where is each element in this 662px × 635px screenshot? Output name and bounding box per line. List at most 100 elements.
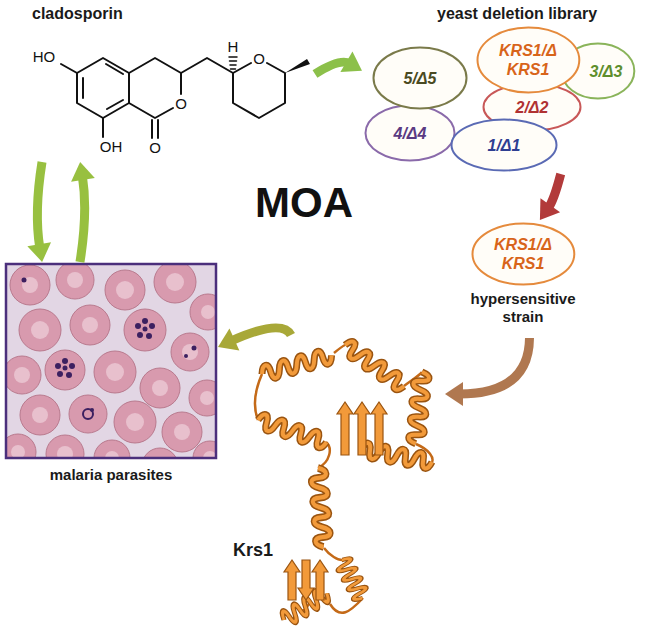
flow-arrow <box>71 162 95 262</box>
blood-smear <box>140 368 180 408</box>
label-slot: MOA <box>255 182 353 224</box>
blood-smear <box>22 278 197 379</box>
flow-arrow <box>218 328 291 351</box>
blood-smear <box>90 408 94 412</box>
atom-symbol: HO <box>33 49 56 64</box>
blood-smear <box>154 264 196 303</box>
blood-smear <box>6 264 216 458</box>
blood-smear <box>69 395 107 433</box>
arrow-head <box>27 242 51 262</box>
blood-smear <box>146 333 152 339</box>
blood-smear <box>22 278 27 283</box>
blood-smear <box>171 333 209 371</box>
blood-smear <box>67 272 83 288</box>
protein-ribbon <box>256 339 434 627</box>
yeast-cell: 1/Δ1 <box>450 118 558 172</box>
cell-label: 5/Δ5 <box>404 69 437 88</box>
cell-outline <box>366 106 455 161</box>
cell-outline <box>452 120 557 171</box>
panel-title: malaria parasites <box>4 466 218 484</box>
cell-outline <box>562 44 635 99</box>
cell-label: 2/Δ2 <box>516 98 549 117</box>
label-slot: OH <box>100 139 123 154</box>
blood-smear <box>69 363 75 369</box>
blood-smear <box>114 401 156 443</box>
arrow-head <box>445 382 463 406</box>
blood-smear <box>142 448 178 458</box>
cell-label: KRS1/Δ KRS1 <box>491 235 555 273</box>
molecule-structure <box>61 64 103 137</box>
label-slot: yeast deletion library <box>437 4 597 24</box>
protein-ribbon <box>284 402 387 600</box>
blood-smear <box>190 294 216 330</box>
blood-smear <box>6 434 36 458</box>
molecule-structure <box>233 63 285 118</box>
cell-outline <box>472 224 574 285</box>
label-slot: O <box>149 140 161 155</box>
blood-smear <box>126 413 144 431</box>
cell-label: 3/Δ3 <box>589 62 622 81</box>
protein-panel: Krs1 <box>225 335 445 630</box>
blood-smear <box>94 440 130 458</box>
yeast-cell: 5/Δ5 <box>372 46 468 110</box>
blood-smear <box>10 265 50 305</box>
molecule-structure <box>181 58 233 73</box>
flow-arrow <box>445 338 530 406</box>
blood-smear <box>14 367 30 383</box>
molecule-structure <box>129 58 181 118</box>
protein-ribbon <box>255 339 434 627</box>
label-slot: Krs1 <box>233 540 273 560</box>
label-slot: O <box>175 96 187 111</box>
blood-smear <box>166 273 184 291</box>
hypersensitive-strain: KRS1/Δ KRS1 hypersensitive strain <box>458 220 588 338</box>
blood-smear <box>6 356 41 394</box>
cell-label: 4/Δ4 <box>394 124 427 143</box>
label-slot: HO <box>33 49 56 64</box>
blood-smear <box>143 327 148 332</box>
atom-symbol: O <box>175 96 187 111</box>
yeast-cell: KRS1/Δ KRS1 <box>476 26 581 94</box>
cell-outline <box>471 222 576 286</box>
panel-title: cladosporin <box>32 4 123 24</box>
blood-smear <box>184 354 188 358</box>
blood-smear <box>57 446 73 458</box>
label-slot: malaria parasites <box>4 466 218 484</box>
flow-arrow <box>315 51 362 74</box>
strain-cell: KRS1/Δ KRS1 <box>471 222 576 286</box>
arrow-head <box>340 51 362 72</box>
blood-smear <box>193 441 216 458</box>
blood-smear <box>45 350 85 390</box>
protein-ribbon <box>337 402 353 455</box>
blood-smear <box>142 318 148 324</box>
blood-smear <box>83 409 93 419</box>
label-slot: cladosporin <box>32 4 123 24</box>
molecule-structure <box>152 120 158 138</box>
label-slot: hypersensitive strain <box>458 290 588 326</box>
blood-smear <box>11 272 216 458</box>
blood-smear <box>63 366 68 371</box>
blood-smear <box>46 435 84 458</box>
blood-smear <box>70 305 110 345</box>
blood-smear <box>105 270 145 310</box>
blood-smear <box>66 372 72 378</box>
blood-smear <box>201 305 215 319</box>
blood-smear <box>57 371 63 377</box>
blood-smear <box>124 309 166 351</box>
protein-ribbon <box>298 560 314 600</box>
blood-smear <box>149 323 155 329</box>
parasite-photo: malaria parasites <box>4 262 218 498</box>
blood-smear <box>82 317 98 333</box>
blood-smear <box>152 380 168 396</box>
blood-smear <box>20 395 60 435</box>
panel-title: yeast deletion library <box>437 4 597 24</box>
blood-smear <box>62 358 68 364</box>
arrow-head <box>71 162 95 182</box>
flow-arrow <box>540 174 561 220</box>
cell-outline <box>476 26 581 94</box>
cell-label: 1/Δ1 <box>488 136 521 155</box>
blood-smear <box>32 407 48 423</box>
arrow-head <box>540 198 560 220</box>
cell-label: KRS1/Δ KRS1 <box>496 41 560 79</box>
molecule-structure <box>83 64 123 109</box>
